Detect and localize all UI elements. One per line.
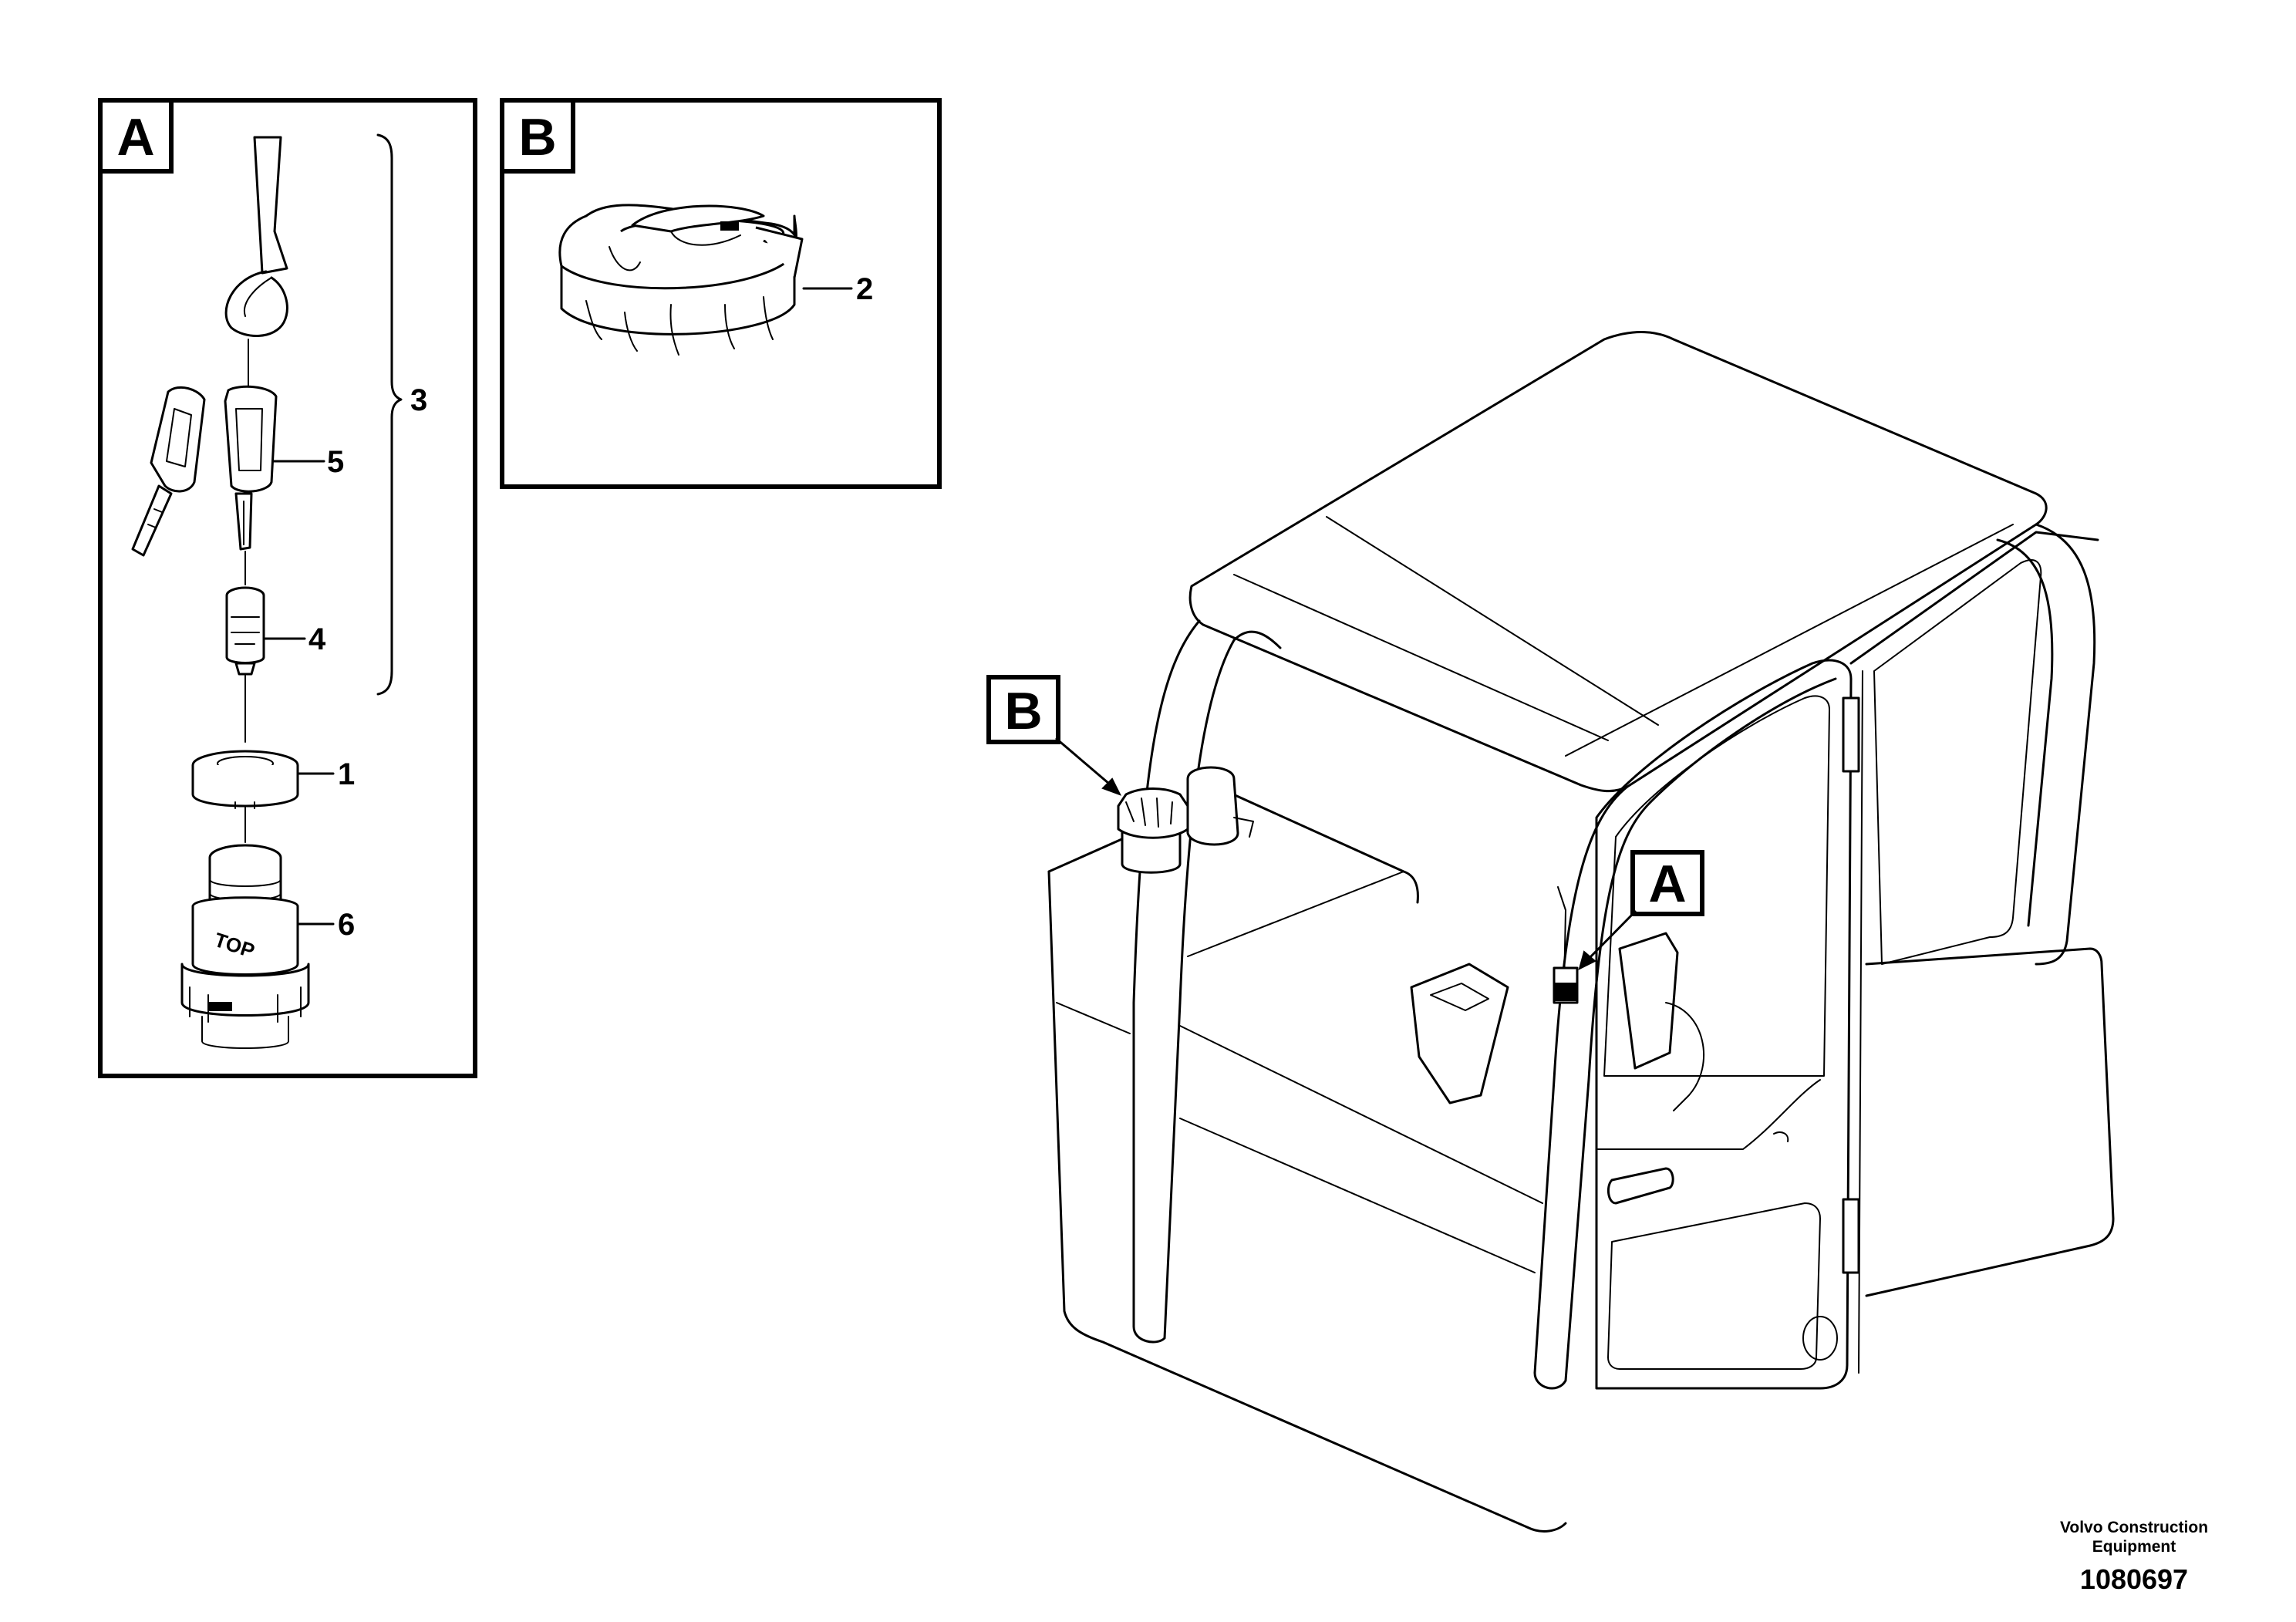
cab-callout-b: B <box>986 675 1122 796</box>
callout-5: 5 <box>327 445 344 479</box>
fuel-cap-icon <box>558 204 804 356</box>
callout-3: 3 <box>410 383 427 417</box>
bezel-ring-icon <box>191 750 299 809</box>
assembly-bracket <box>376 133 403 696</box>
ignition-key-icon <box>224 385 278 551</box>
detail-a-frame <box>98 98 477 1078</box>
detail-b-tag-box <box>500 98 575 174</box>
detail-b-tag: B <box>518 108 556 167</box>
cab-tag-b: B <box>1004 682 1042 740</box>
document-number: 1080697 <box>2079 1563 2189 1595</box>
ignition-socket-icon: TOP <box>180 844 310 1049</box>
cab-overview <box>1047 331 2115 1533</box>
detail-a-tag: A <box>116 108 154 167</box>
cab-tag-a: A <box>1648 855 1686 913</box>
callout-2: 2 <box>856 272 873 306</box>
detail-view-b: B 2 <box>500 98 942 489</box>
spare-key-icon <box>131 386 206 557</box>
detail-b-frame <box>500 98 942 489</box>
key-tag-icon <box>224 136 288 337</box>
footer-info: Volvo Construction Equipment 1080697 <box>2011 1518 2257 1597</box>
detail-a-tag-box <box>98 98 174 174</box>
callout-6: 6 <box>338 908 355 942</box>
callout-4: 4 <box>308 622 326 656</box>
detail-view-a: A <box>98 98 477 1078</box>
lock-cylinder-icon <box>225 586 265 676</box>
maker-line-2: Equipment <box>2092 1538 2176 1556</box>
cab-callout-a: A <box>1578 850 1704 970</box>
callout-1: 1 <box>338 757 355 791</box>
maker-line-1: Volvo Construction <box>2059 1519 2209 1536</box>
